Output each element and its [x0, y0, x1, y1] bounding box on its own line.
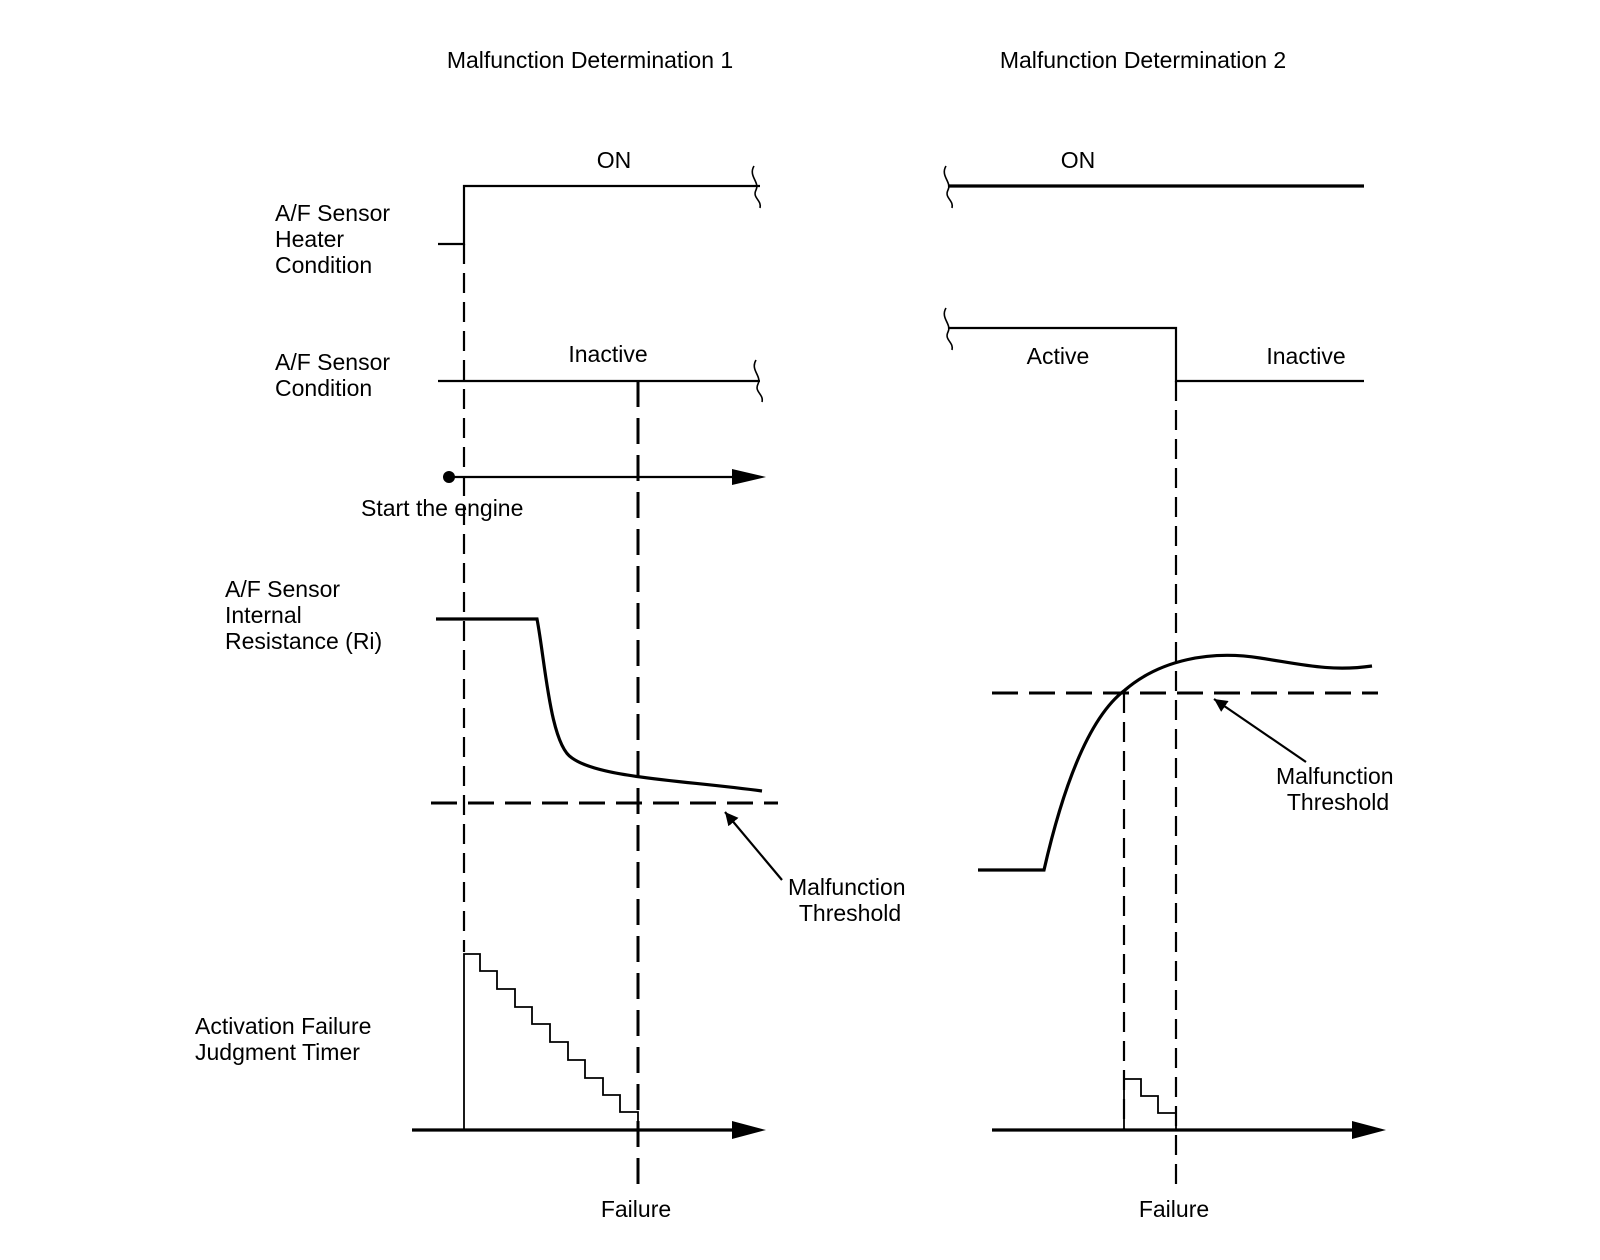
panel2-sensor-state-inactive: Inactive: [1266, 343, 1345, 369]
sensor-row-label-line: A/F Sensor: [275, 349, 390, 375]
panel2-sensor-break-mark: [943, 307, 954, 351]
panel2-timer-staircase: [1123, 1078, 1177, 1130]
panel1-threshold-pointer: [724, 811, 783, 881]
panel1-sensor-break-mark: [753, 359, 764, 403]
panel1-threshold-label-line: Threshold: [799, 900, 901, 926]
heater-row-label-line: Condition: [275, 252, 372, 278]
heater-row-label: A/F Sensor Heater Condition: [275, 200, 396, 278]
panel2-sensor-state-active: Active: [1027, 343, 1090, 369]
panel1: ON Inactive Start the engine Malfunction…: [361, 147, 912, 1222]
panel1-threshold-label: Malfunction Threshold: [788, 874, 912, 926]
panel2-heater-break-mark: [943, 165, 954, 209]
panel1-heater-signal: [438, 184, 760, 246]
resistance-row-label-line: Resistance (Ri): [225, 628, 382, 654]
panel2-failure-label: Failure: [1139, 1196, 1209, 1222]
timer-row-label-line: Activation Failure: [195, 1013, 371, 1039]
timer-row-label: Activation Failure Judgment Timer: [195, 1013, 378, 1065]
panel2-threshold-pointer: [1213, 698, 1307, 763]
resistance-row-label-line: A/F Sensor: [225, 576, 340, 602]
panel2-threshold-label-line: Malfunction: [1276, 763, 1394, 789]
sensor-row-label: A/F Sensor Condition: [275, 349, 396, 401]
panel1-failure-label: Failure: [601, 1196, 671, 1222]
panel2-resistance-curve: [978, 653, 1373, 872]
heater-row-label-line: Heater: [275, 226, 344, 252]
panel2-timer-axis-arrowhead: [1352, 1121, 1386, 1139]
panel2-sensor-signal: [948, 326, 1364, 383]
panel2: ON Active Inactive Malfunction Threshold…: [943, 147, 1400, 1222]
panel1-title: Malfunction Determination 1: [447, 47, 733, 73]
panel2-heater-state: ON: [1061, 147, 1096, 173]
panel1-threshold-label-line: Malfunction: [788, 874, 906, 900]
resistance-row-label: A/F Sensor Internal Resistance (Ri): [225, 576, 382, 654]
heater-row-label-line: A/F Sensor: [275, 200, 390, 226]
panel1-heater-state: ON: [597, 147, 632, 173]
panel2-threshold-label-line: Threshold: [1287, 789, 1389, 815]
panel2-threshold-label: Malfunction Threshold: [1276, 763, 1400, 815]
panel2-title: Malfunction Determination 2: [1000, 47, 1286, 73]
panel1-time-axis-arrowhead: [732, 469, 766, 485]
panel1-timer-axis-arrowhead: [732, 1121, 766, 1139]
panel1-sensor-state: Inactive: [568, 341, 647, 367]
panel1-resistance-curve: [436, 617, 763, 793]
timer-row-label-line: Judgment Timer: [195, 1039, 360, 1065]
start-engine-label: Start the engine: [361, 495, 523, 521]
sensor-row-label-line: Condition: [275, 375, 372, 401]
panel1-timer-staircase: [463, 953, 639, 1130]
resistance-row-label-line: Internal: [225, 602, 302, 628]
panel1-heater-break-mark: [751, 165, 762, 209]
